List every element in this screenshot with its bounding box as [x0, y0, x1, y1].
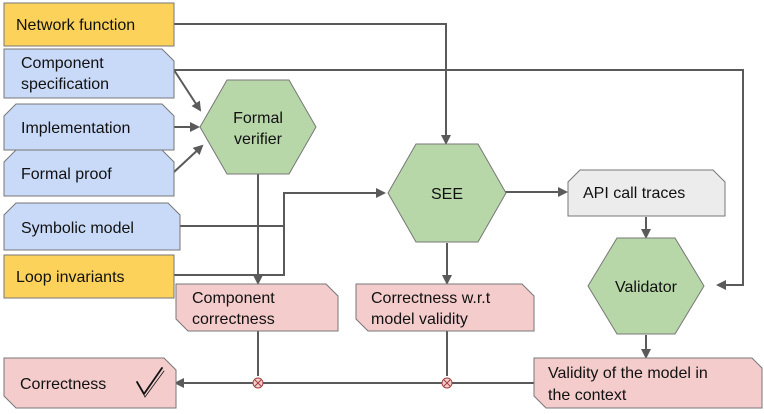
check-icon-shadow [138, 370, 165, 398]
node-implementation: Implementation [3, 103, 175, 151]
node-correctness-wrt-model: Correctness w.r.t model validity [355, 283, 535, 332]
implementation-label: Implementation [21, 120, 130, 137]
node-formal-verifier: Formal verifier [199, 79, 317, 175]
node-component-specification: Component specification [3, 48, 175, 99]
formal-verifier-label-line1: Formal [233, 110, 283, 127]
edge-proof-to-verifier [173, 144, 204, 173]
node-validity-in-context: Validity of the model in the context [533, 357, 763, 409]
loop-invariants-label: Loop invariants [16, 269, 125, 286]
validity-context-label-line1: Validity of the model in [548, 365, 708, 382]
node-network-function: Network function [3, 2, 175, 47]
component-correctness-label-line1: Component [192, 290, 275, 307]
edge-spec-to-verifier [173, 69, 202, 112]
node-symbolic-model: Symbolic model [3, 202, 181, 251]
component-spec-label-line1: Component [21, 55, 104, 72]
node-component-correctness: Component correctness [175, 283, 339, 332]
edge-spec-to-validator [174, 69, 744, 290]
correctness-label: Correctness [20, 376, 106, 393]
node-api-call-traces: API call traces [567, 169, 726, 217]
formal-proof-label: Formal proof [21, 166, 112, 183]
node-loop-invariants: Loop invariants [3, 254, 175, 299]
junction-x-icon [441, 377, 453, 389]
component-spec-label-line2: specification [21, 76, 109, 93]
edges [173, 23, 744, 388]
edge-network-to-see [174, 23, 451, 145]
api-call-traces-label: API call traces [583, 185, 685, 202]
component-correctness-label-line2: correctness [192, 311, 275, 328]
see-label: SEE [431, 186, 463, 203]
node-validator: Validator [587, 237, 705, 335]
correctness-wrt-label-line2: model validity [371, 311, 468, 328]
network-function-label: Network function [16, 17, 135, 34]
node-correctness: Correctness [3, 357, 177, 409]
validity-context-label-line2: the context [548, 387, 627, 404]
correctness-wrt-label-line1: Correctness w.r.t [371, 290, 491, 307]
node-see: SEE [387, 143, 507, 243]
edge-invariants-to-see [174, 193, 285, 276]
node-formal-proof: Formal proof [3, 149, 175, 197]
junction-x-icon [252, 377, 264, 389]
formal-verifier-label-line2: verifier [234, 131, 283, 148]
edge-symbolic-to-see [180, 188, 386, 227]
validator-label: Validator [615, 279, 678, 296]
symbolic-model-label: Symbolic model [21, 220, 134, 237]
